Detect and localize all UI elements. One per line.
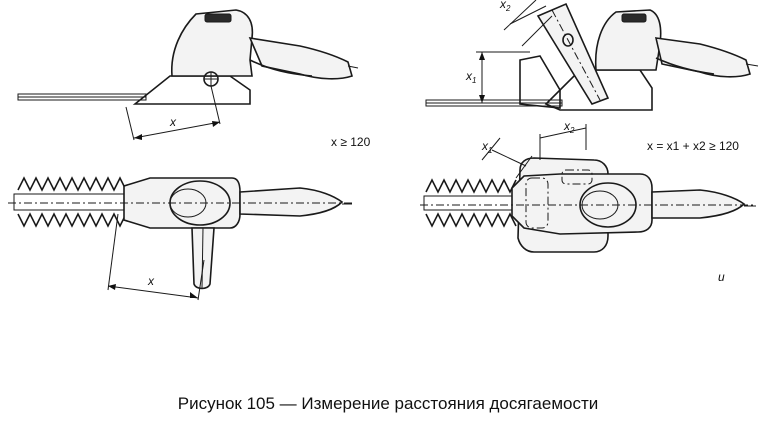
dim-x2-label-top: x2 [499, 0, 511, 13]
trimmer-side-view-right: x1 x2 [425, 0, 759, 111]
figure-caption: Рисунок 105 — Измерение расстояния досяг… [177, 394, 599, 413]
trimmer-side-view-left: x [17, 9, 359, 141]
dim-x2-label-bottom: x2 [563, 119, 575, 135]
corner-mark: u [718, 270, 725, 284]
dim-x1-label-top: x1 [465, 69, 476, 85]
dim-x-label-bottom: x [147, 274, 155, 288]
trimmer-top-view-right: x1 x2 [420, 119, 756, 253]
dim-x-label-top: x [169, 115, 177, 129]
trimmer-top-view-left: x [8, 176, 352, 301]
formula-left: x ≥ 120 [331, 135, 371, 149]
dim-x1-label-bottom: x1 [481, 139, 492, 155]
formula-right: x = x1 + x2 ≥ 120 [647, 139, 739, 153]
